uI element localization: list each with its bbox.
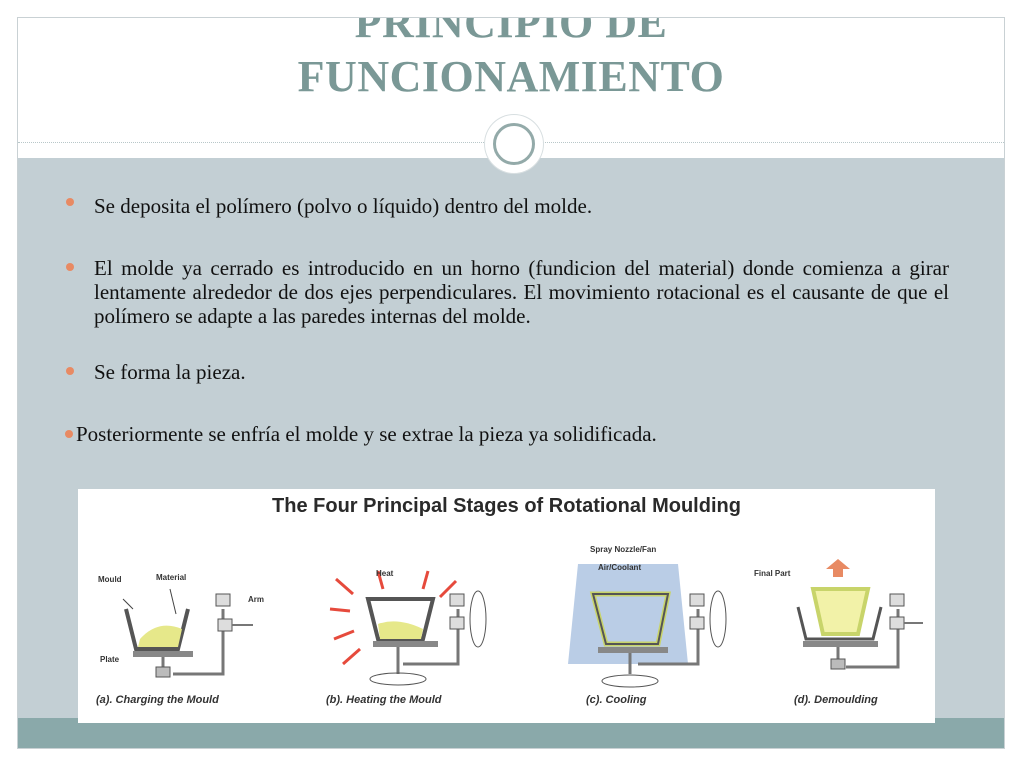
rotational-moulding-diagram: The Four Principal Stages of Rotational … [78, 489, 935, 723]
bullet-4: Posteriormente se enfría el molde y se e… [76, 422, 657, 446]
title-line-1: PRINCIPIO DE [354, 17, 668, 47]
label-plate: Plate [100, 655, 120, 664]
bullet-dot [65, 430, 73, 438]
caption-b: (b). Heating the Mould [326, 694, 442, 706]
caption-a: (a). Charging the Mould [96, 694, 219, 706]
label-material: Material [156, 573, 187, 582]
slide-frame: PRINCIPIO DE FUNCIONAMIENTO Se deposita … [17, 17, 1005, 749]
title-line-2: FUNCIONAMIENTO [297, 52, 725, 101]
bullet-3: Se forma la pieza. [94, 360, 246, 384]
stage-d-drawing [796, 559, 923, 670]
bullet-dot [66, 198, 74, 206]
label-heat: Heat [376, 569, 394, 578]
bullet-dot [66, 263, 74, 271]
bullet-dot [66, 367, 74, 375]
diagram-drawing [122, 559, 923, 688]
label-arm: Arm [248, 595, 265, 604]
figure-title: The Four Principal Stages of Rotational … [272, 495, 741, 517]
bullet-2: El molde ya cerrado es introducido en un… [94, 256, 949, 328]
stage-c-drawing [568, 564, 727, 688]
label-coolant: Air/Coolant [598, 563, 642, 572]
label-spray: Spray Nozzle/Fan [590, 545, 657, 554]
stage-b-drawing [329, 570, 487, 686]
label-final-part: Final Part [754, 569, 791, 578]
footer-bar [18, 718, 1004, 748]
slide-title: PRINCIPIO DE FUNCIONAMIENTO [18, 17, 1004, 104]
label-mould: Mould [98, 575, 122, 584]
caption-d: (d). Demoulding [794, 694, 878, 706]
bullet-1: Se deposita el polímero (polvo o líquido… [94, 194, 593, 218]
stage-a-drawing [122, 588, 253, 678]
caption-c: (c). Cooling [586, 694, 647, 706]
divider-ring-icon [485, 115, 543, 173]
